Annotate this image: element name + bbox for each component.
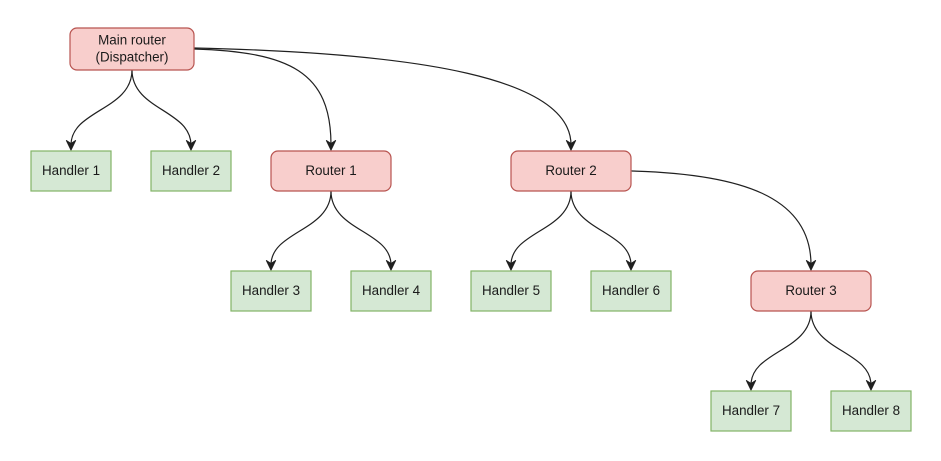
edge-router-2-to-handler-5-line bbox=[510, 190, 572, 266]
edge-router-1-to-handler-3-arrowhead bbox=[265, 260, 277, 271]
node-router-3[interactable]: Router 3 bbox=[750, 270, 872, 312]
edge-router-2-to-handler-6 bbox=[570, 190, 637, 271]
edge-router-3-to-handler-7-line bbox=[750, 310, 812, 386]
node-handler-6[interactable]: Handler 6 bbox=[590, 270, 672, 312]
edge-router-2-to-handler-6-arrowhead bbox=[625, 260, 637, 271]
node-handler-7-box[interactable] bbox=[710, 390, 792, 432]
edge-main-to-handler-2-arrowhead bbox=[185, 140, 197, 151]
edge-router-3-to-handler-8 bbox=[810, 310, 877, 391]
node-handler-4[interactable]: Handler 4 bbox=[350, 270, 432, 312]
edge-main-to-router-1-arrowhead bbox=[325, 140, 337, 151]
edges-layer bbox=[65, 47, 877, 391]
edge-main-to-handler-1-line bbox=[70, 69, 133, 146]
edge-main-to-handler-1 bbox=[65, 69, 133, 151]
edge-main-to-handler-1-arrowhead bbox=[65, 140, 77, 151]
edge-main-to-handler-2 bbox=[131, 69, 197, 151]
edge-router-2-to-router-3 bbox=[631, 170, 817, 271]
node-handler-3-box[interactable] bbox=[230, 270, 312, 312]
node-handler-5[interactable]: Handler 5 bbox=[470, 270, 552, 312]
edge-router-1-to-handler-4-line bbox=[330, 190, 392, 266]
edge-router-3-to-handler-8-line bbox=[810, 310, 872, 386]
edge-router-3-to-handler-7-arrowhead bbox=[745, 380, 757, 391]
edge-router-2-to-handler-5-arrowhead bbox=[505, 260, 517, 271]
edge-router-2-to-handler-6-line bbox=[570, 190, 632, 266]
edge-router-2-to-router-3-arrowhead bbox=[805, 260, 817, 271]
edge-router-2-to-router-3-line bbox=[631, 170, 812, 266]
edge-main-to-router-2-arrowhead bbox=[565, 140, 577, 151]
node-main-router[interactable]: Main router(Dispatcher) bbox=[69, 27, 195, 71]
node-handler-3[interactable]: Handler 3 bbox=[230, 270, 312, 312]
node-handler-8[interactable]: Handler 8 bbox=[830, 390, 912, 432]
edge-main-to-handler-2-line bbox=[131, 69, 192, 146]
edge-router-1-to-handler-3-line bbox=[270, 190, 332, 266]
edge-router-1-to-handler-4-arrowhead bbox=[385, 260, 397, 271]
node-router-2[interactable]: Router 2 bbox=[510, 150, 632, 192]
node-router-1-box[interactable] bbox=[270, 150, 392, 192]
node-handler-1[interactable]: Handler 1 bbox=[30, 150, 112, 192]
edge-main-to-router-2 bbox=[193, 47, 577, 151]
node-router-2-box[interactable] bbox=[510, 150, 632, 192]
edge-router-1-to-handler-3 bbox=[265, 190, 332, 271]
edge-main-to-router-1 bbox=[193, 48, 337, 151]
node-handler-8-box[interactable] bbox=[830, 390, 912, 432]
node-router-1[interactable]: Router 1 bbox=[270, 150, 392, 192]
node-main-router-box[interactable] bbox=[69, 27, 195, 71]
edge-router-3-to-handler-7 bbox=[745, 310, 812, 391]
node-handler-4-box[interactable] bbox=[350, 270, 432, 312]
node-handler-5-box[interactable] bbox=[470, 270, 552, 312]
node-handler-2[interactable]: Handler 2 bbox=[150, 150, 232, 192]
node-handler-2-box[interactable] bbox=[150, 150, 232, 192]
edge-router-3-to-handler-8-arrowhead bbox=[865, 380, 877, 391]
edge-router-1-to-handler-4 bbox=[330, 190, 397, 271]
edge-router-2-to-handler-5 bbox=[505, 190, 572, 271]
node-handler-6-box[interactable] bbox=[590, 270, 672, 312]
nodes-layer: Main router(Dispatcher) Handler 1 Handler … bbox=[30, 27, 912, 432]
node-handler-7[interactable]: Handler 7 bbox=[710, 390, 792, 432]
edge-main-to-router-2-line bbox=[193, 47, 572, 146]
node-router-3-box[interactable] bbox=[750, 270, 872, 312]
node-handler-1-box[interactable] bbox=[30, 150, 112, 192]
edge-main-to-router-1-line bbox=[193, 48, 332, 146]
